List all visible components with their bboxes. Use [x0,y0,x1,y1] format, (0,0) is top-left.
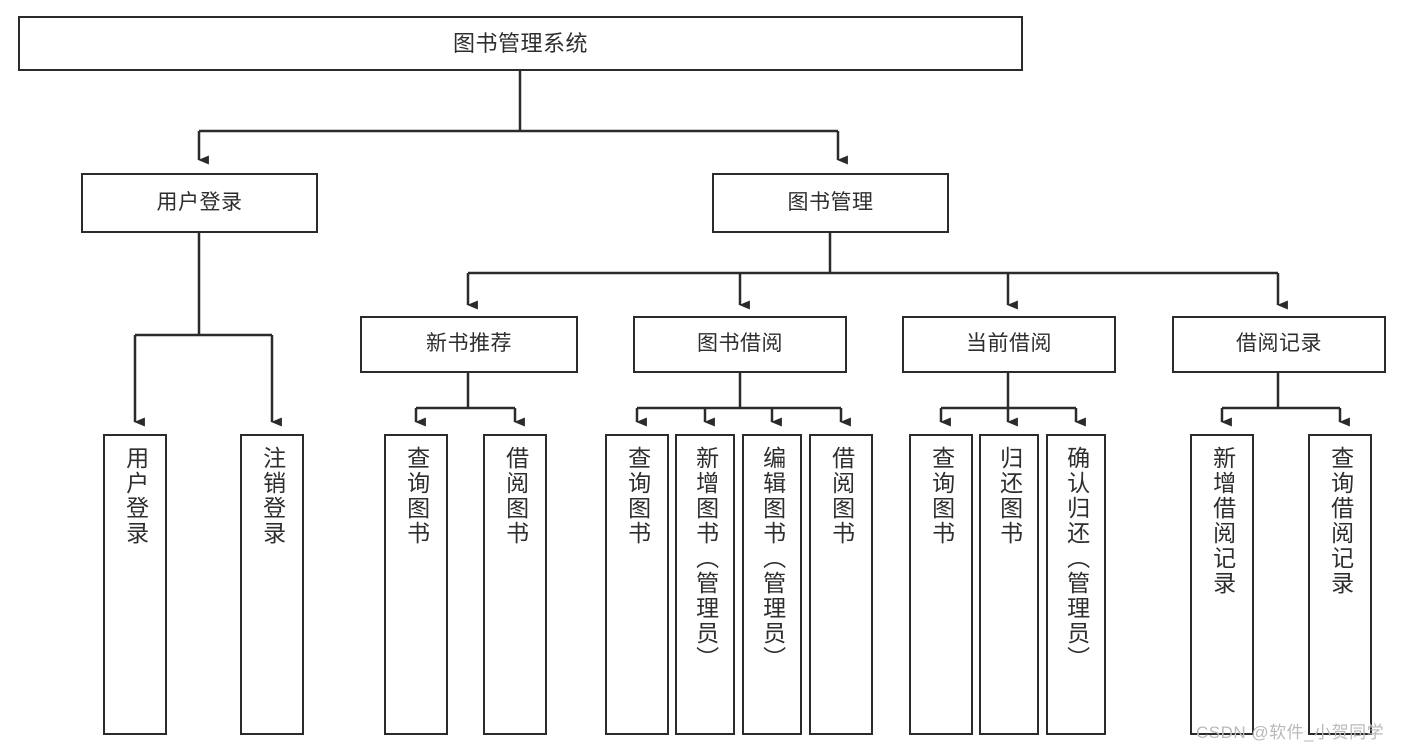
node-label: 新增图书（管理员） [692,446,719,671]
node-current-borrow[interactable]: 当前借阅 [902,316,1116,373]
leaf-query-book-3[interactable]: 查询图书 [909,434,973,735]
leaf-query-record[interactable]: 查询借阅记录 [1308,434,1372,735]
node-label: 当前借阅 [966,332,1052,356]
node-label: 新增借阅记录 [1209,446,1236,596]
node-label: 用户登录 [156,190,243,214]
node-book-manage[interactable]: 图书管理 [712,173,949,233]
leaf-borrow-book-2[interactable]: 借阅图书 [809,434,873,735]
node-label: 确认归还（管理员） [1063,446,1090,671]
node-label: 借阅图书 [828,446,855,546]
leaf-query-book-1[interactable]: 查询图书 [384,434,448,735]
node-label: 查询图书 [624,446,651,546]
leaf-add-book[interactable]: 新增图书（管理员） [675,434,735,735]
node-label: 用户登录 [122,446,149,546]
node-label: 查询图书 [928,446,955,546]
leaf-add-record[interactable]: 新增借阅记录 [1190,434,1254,735]
csdn-watermark: CSDN @软件_小贺同学 [1196,723,1385,742]
node-new-book-recommend[interactable]: 新书推荐 [360,316,578,373]
node-label: 查询借阅记录 [1327,446,1354,596]
node-label: 图书管理 [787,190,874,214]
node-root-system[interactable]: 图书管理系统 [18,16,1023,71]
node-label: 归还图书 [996,446,1023,546]
node-label: 图书管理系统 [452,30,588,56]
leaf-return-book[interactable]: 归还图书 [979,434,1039,735]
node-label: 编辑图书（管理员） [759,446,786,671]
node-borrow-record[interactable]: 借阅记录 [1172,316,1386,373]
leaf-edit-book[interactable]: 编辑图书（管理员） [742,434,802,735]
node-label: 图书借阅 [697,332,783,356]
leaf-logout-login[interactable]: 注销登录 [240,434,304,735]
leaf-query-book-2[interactable]: 查询图书 [605,434,669,735]
leaf-borrow-book-1[interactable]: 借阅图书 [483,434,547,735]
node-label: 借阅记录 [1236,332,1322,356]
leaf-user-login[interactable]: 用户登录 [103,434,167,735]
node-label: 借阅图书 [502,446,529,546]
node-user-login[interactable]: 用户登录 [81,173,318,233]
leaf-confirm-return[interactable]: 确认归还（管理员） [1046,434,1106,735]
node-label: 查询图书 [403,446,430,546]
node-book-borrow[interactable]: 图书借阅 [633,316,847,373]
node-label: 注销登录 [259,446,286,546]
node-label: 新书推荐 [426,332,512,356]
